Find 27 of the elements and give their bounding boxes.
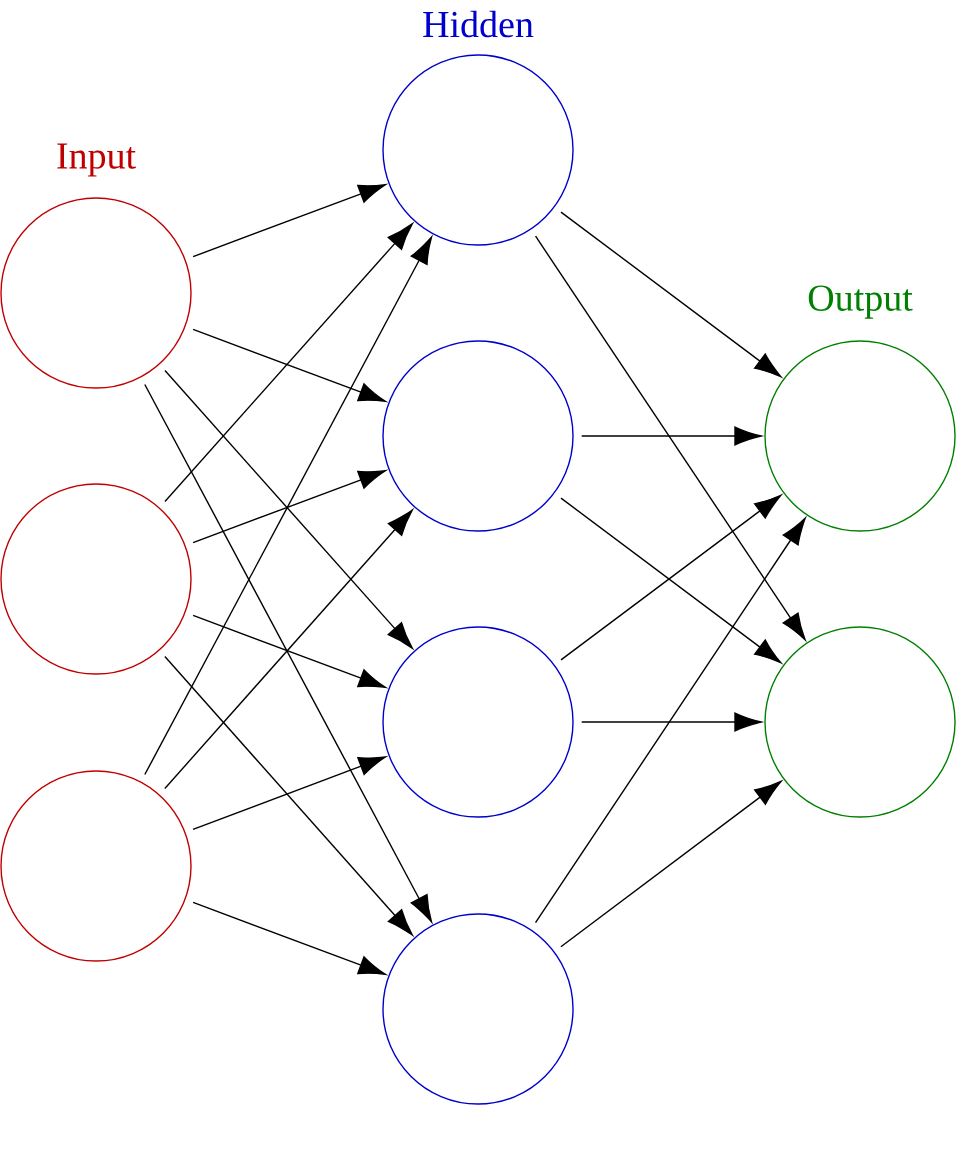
neuron-circle <box>0 197 192 389</box>
arrow <box>192 184 387 258</box>
neuron-circle <box>764 340 956 532</box>
arrow <box>192 756 387 831</box>
arrow <box>164 655 413 936</box>
neuron-circle <box>764 626 956 818</box>
arrow <box>560 780 782 948</box>
arrow <box>581 712 762 732</box>
arrow <box>192 328 387 402</box>
neuron-circle <box>382 913 574 1105</box>
arrow <box>560 211 782 378</box>
arrow <box>192 901 387 976</box>
arrow <box>144 383 433 923</box>
neuron-circle <box>0 483 192 675</box>
arrow <box>144 236 433 776</box>
arrow <box>164 369 413 649</box>
arrow <box>164 223 413 503</box>
neuron-circle <box>0 770 192 962</box>
arrow <box>534 235 806 641</box>
arrow <box>192 614 387 689</box>
neuron-circle <box>382 54 574 246</box>
arrow <box>164 509 413 790</box>
arrow <box>581 426 762 446</box>
neuron-circle <box>382 626 574 818</box>
arrow <box>534 517 806 924</box>
neuron-circle <box>382 340 574 532</box>
arrow <box>192 470 387 544</box>
